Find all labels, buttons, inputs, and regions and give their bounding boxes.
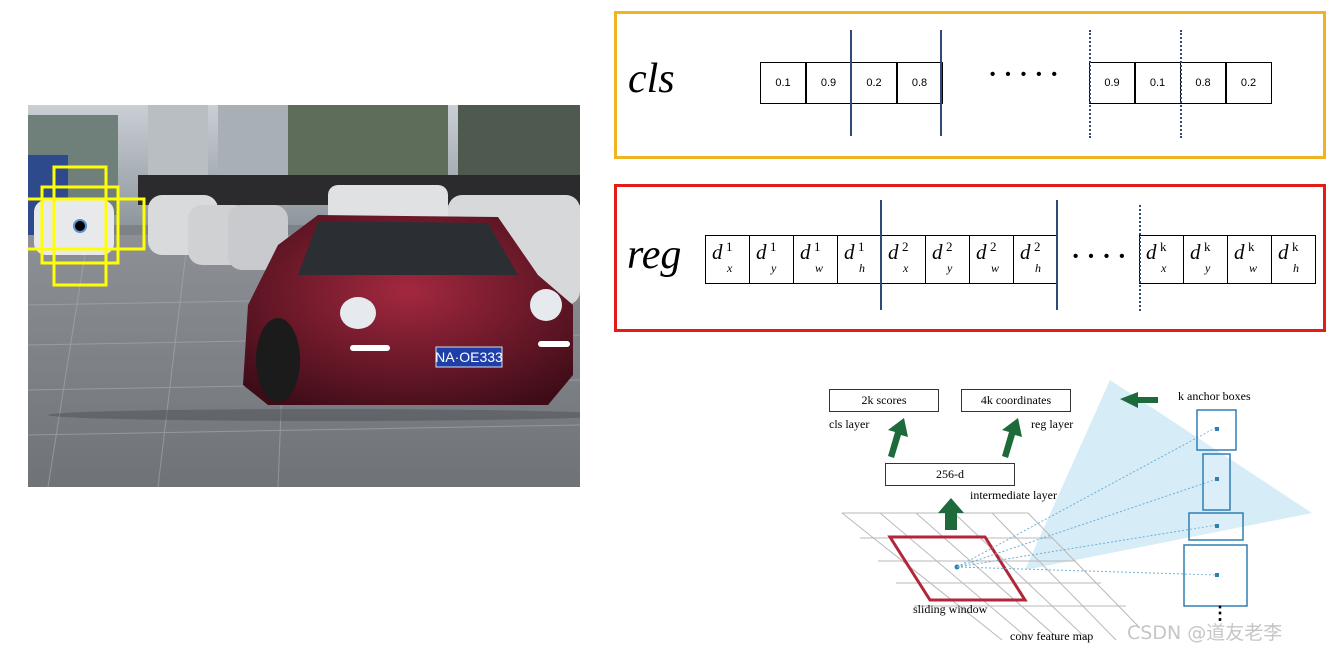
reg-panel (614, 184, 1326, 332)
delta-coordinate: y (771, 261, 777, 275)
feature-map-grid (841, 512, 1141, 641)
delta-coordinate: h (1293, 261, 1299, 275)
delta-index: k (1292, 239, 1299, 254)
reg-layer-label: reg layer (1031, 417, 1074, 431)
cls-divider (850, 30, 852, 136)
delta-coordinate: x (1161, 261, 1167, 275)
delta-index: k (1248, 239, 1255, 254)
reg-divider (1056, 200, 1058, 310)
delta-symbol: d (1234, 240, 1245, 264)
delta-symbol: d (756, 240, 767, 264)
cls-divider-dotted (1089, 30, 1091, 138)
license-plate: NA·OE333 (435, 349, 503, 365)
delta-coordinate: y (947, 261, 953, 275)
anchor-center-icon (73, 219, 87, 233)
delta-index: k (1160, 239, 1167, 254)
reg-ellipsis: • • • • (1073, 248, 1128, 265)
delta-index: 1 (770, 239, 777, 254)
cls-score-cell: 0.8 (1180, 62, 1226, 104)
delta-symbol: d (1278, 240, 1289, 264)
reg-divider-dotted (1139, 205, 1141, 311)
delta-index: 2 (946, 239, 953, 254)
intermediate-layer-label: intermediate layer (970, 488, 1057, 502)
cls-score-cell: 0.8 (896, 62, 943, 104)
delta-coordinate: x (727, 261, 733, 275)
cls-ellipsis: • • • • • (990, 66, 1060, 83)
watermark: CSDN @道友老李 (1127, 622, 1283, 644)
delta-symbol: d (1020, 240, 1031, 264)
delta-index: 2 (1034, 239, 1041, 254)
delta-coordinate: y (1205, 261, 1211, 275)
sliding-window-label: sliding window (913, 602, 988, 616)
anchor-projection-lines (956, 426, 1218, 576)
delta-coordinate: w (1249, 261, 1258, 275)
rpn-diagram (841, 380, 1312, 641)
anchor-boxes-overlay (28, 165, 146, 287)
delta-coordinate: h (1035, 261, 1041, 275)
cls-layer-label: cls layer (829, 417, 870, 431)
delta-symbol: d (932, 240, 943, 264)
receptive-field-cone (1025, 380, 1312, 570)
delta-index: 2 (902, 239, 909, 254)
cls-score-cell: 0.9 (805, 62, 852, 104)
delta-coordinate: h (859, 261, 865, 275)
delta-symbol: d (800, 240, 811, 264)
cls-divider (940, 30, 942, 136)
cls-label: cls (628, 56, 675, 102)
flow-arrows (888, 392, 1158, 530)
cls-score-cell: 0.2 (851, 62, 897, 104)
anchor-boxes-label: k anchor boxes (1178, 389, 1251, 403)
delta-coordinate: x (903, 261, 909, 275)
vertical-ellipsis-icon: ⋮ (1211, 603, 1229, 623)
cls-score-cell: 0.2 (1225, 62, 1272, 104)
scores-box: 2k scores (829, 389, 939, 412)
delta-symbol: d (976, 240, 987, 264)
reg-divider (880, 200, 882, 310)
cls-score-cell: 0.1 (760, 62, 806, 104)
intermediate-box: 256-d (885, 463, 1015, 486)
cls-panel (614, 11, 1326, 159)
delta-symbol: d (1190, 240, 1201, 264)
delta-index: 1 (814, 239, 821, 254)
delta-symbol: d (888, 240, 899, 264)
delta-coordinate: w (815, 261, 824, 275)
coordinates-box: 4k coordinates (961, 389, 1071, 412)
feature-map-label: conv feature map (1010, 629, 1094, 643)
cls-score-cell: 0.1 (1134, 62, 1181, 104)
delta-coordinate: w (991, 261, 1000, 275)
delta-symbol: d (1146, 240, 1157, 264)
delta-index: 2 (990, 239, 997, 254)
delta-index: 1 (858, 239, 865, 254)
delta-symbol: d (844, 240, 855, 264)
delta-symbol: d (712, 240, 723, 264)
street-photo: NA·OE333 (28, 105, 580, 487)
cls-score-cell: 0.9 (1089, 62, 1135, 104)
delta-index: 1 (726, 239, 733, 254)
cls-divider-dotted (1180, 30, 1182, 138)
reg-label: reg (627, 232, 682, 278)
street-photo-illustration: NA·OE333 (28, 105, 580, 487)
sliding-window-box (887, 535, 1028, 602)
delta-index: k (1204, 239, 1211, 254)
